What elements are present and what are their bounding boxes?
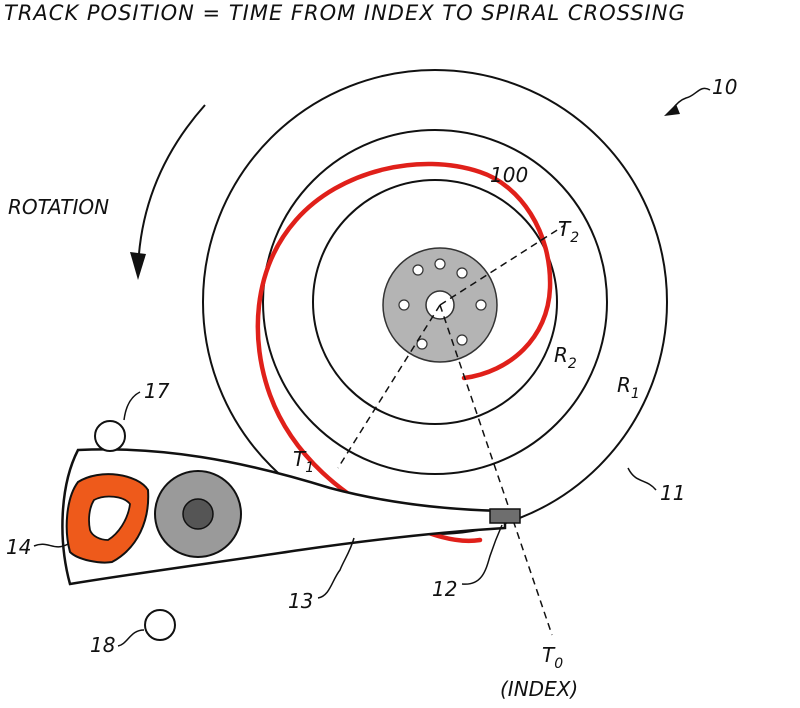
pivot-shaft <box>182 498 214 530</box>
ref-12-leader <box>461 524 503 585</box>
ref-17-leader <box>123 391 141 421</box>
ref-10-leader <box>671 87 711 111</box>
t0-dashed-line <box>439 304 553 636</box>
ref-14-label: 14 <box>6 535 31 559</box>
crash-stop-17 <box>94 420 126 452</box>
crash-stop-18 <box>144 609 176 641</box>
rotation-label: ROTATION <box>8 195 109 219</box>
track-r2 <box>312 179 558 425</box>
ref-13-leader <box>317 537 355 599</box>
r1-label: R1 <box>617 373 640 402</box>
t1-label: T1 <box>293 447 314 476</box>
hub-hole <box>412 264 424 276</box>
ref-13-label: 13 <box>288 589 313 613</box>
read-write-head <box>489 508 521 524</box>
voice-coil-window <box>88 495 131 541</box>
hub-screw-holes <box>398 258 487 350</box>
track-r1 <box>262 129 608 475</box>
ref-18-label: 18 <box>90 633 115 657</box>
hub-hole <box>456 267 468 279</box>
t0-label: T0 <box>542 643 563 672</box>
ref-12-label: 12 <box>432 577 457 601</box>
index-label: (INDEX) <box>500 677 578 701</box>
ref-17-label: 17 <box>144 379 170 403</box>
hub-hole <box>434 258 446 270</box>
hub-hole <box>416 338 428 350</box>
ref-10-label: 10 <box>712 75 737 99</box>
ref-18-leader <box>117 629 145 647</box>
rotation-arrowhead <box>130 252 146 280</box>
ref-11-leader <box>627 467 657 491</box>
t2-label: T2 <box>558 217 579 246</box>
diagram-title: TRACK POSITION = TIME FROM INDEX TO SPIR… <box>4 1 686 25</box>
ref-100-label: 100 <box>490 163 528 187</box>
hub-hole <box>456 334 468 346</box>
ref-11-label: 11 <box>660 481 685 505</box>
ref-14-leader <box>33 543 69 548</box>
ref-10-arrowhead <box>664 104 680 116</box>
t2-dashed-line <box>439 224 566 306</box>
r2-label: R2 <box>554 343 577 372</box>
rotation-arrow <box>137 104 206 271</box>
hub-hole <box>475 299 487 311</box>
t1-dashed-line <box>337 304 441 469</box>
hub-hole <box>398 299 410 311</box>
